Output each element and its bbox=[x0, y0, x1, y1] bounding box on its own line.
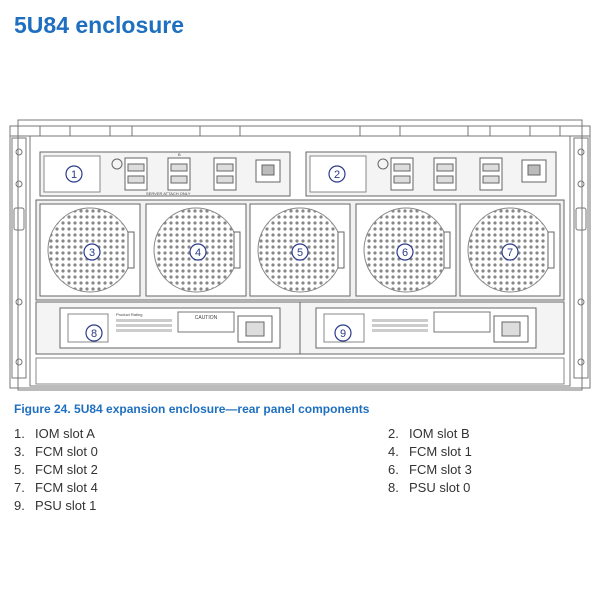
callout-4-label: 4 bbox=[195, 247, 201, 259]
callout-9 bbox=[334, 324, 352, 342]
legend-label: FCM slot 3 bbox=[409, 462, 472, 477]
callout-1-label: 1 bbox=[71, 169, 77, 181]
callout-2 bbox=[328, 165, 346, 183]
legend-item: 1. IOM slot A bbox=[14, 426, 95, 441]
legend-label: FCM slot 2 bbox=[35, 462, 98, 477]
legend-label: PSU slot 1 bbox=[35, 498, 97, 513]
callout-7-label: 7 bbox=[507, 247, 513, 259]
legend-num: 6. bbox=[388, 462, 399, 477]
callout-2-label: 2 bbox=[334, 169, 340, 181]
callout-8 bbox=[85, 324, 103, 342]
legend-num: 2. bbox=[388, 426, 399, 441]
fan-callouts: 3 4 5 6 7 bbox=[83, 243, 519, 261]
bottom-bay bbox=[35, 357, 565, 385]
callout-8-label: 8 bbox=[91, 328, 97, 340]
legend-label: FCM slot 0 bbox=[35, 444, 98, 459]
callout-5-label: 5 bbox=[297, 247, 303, 259]
legend-item: 2. IOM slot B bbox=[388, 426, 470, 441]
psu-caution-label: CAUTION bbox=[195, 315, 218, 321]
page-title: 5U84 enclosure bbox=[14, 12, 185, 38]
legend-item: 3. FCM slot 0 bbox=[14, 444, 98, 459]
enclosure-chassis bbox=[9, 119, 591, 391]
legend-item: 4. FCM slot 1 bbox=[388, 444, 472, 459]
legend-num: 5. bbox=[14, 462, 25, 477]
legend-num: 1. bbox=[14, 426, 25, 441]
psu-slot-1 bbox=[315, 307, 537, 349]
psu-rating-label: Product Rating bbox=[116, 312, 142, 317]
legend-num: 8. bbox=[388, 480, 399, 495]
legend-item: 7. FCM slot 4 bbox=[14, 480, 98, 495]
callout-9-label: 9 bbox=[340, 328, 346, 340]
iom-port-label: B bbox=[178, 152, 181, 157]
legend-num: 7. bbox=[14, 480, 25, 495]
callout-1 bbox=[65, 165, 83, 183]
legend-num: 9. bbox=[14, 498, 25, 513]
legend-label: PSU slot 0 bbox=[409, 480, 471, 495]
legend-item: 9. PSU slot 1 bbox=[14, 498, 96, 513]
legend-num: 4. bbox=[388, 444, 399, 459]
iom-slot-b bbox=[305, 151, 557, 197]
legend-item: 8. PSU slot 0 bbox=[388, 480, 470, 495]
legend-label: FCM slot 1 bbox=[409, 444, 472, 459]
iom-slot-a: B SERVER ATTACH ONLY bbox=[39, 151, 291, 197]
callout-3-label: 3 bbox=[89, 247, 95, 259]
rear-panel-diagram: B SERVER ATTACH ONLY 1 2 bbox=[9, 119, 591, 391]
legend-item: 6. FCM slot 3 bbox=[388, 462, 472, 477]
callout-6-label: 6 bbox=[402, 247, 408, 259]
iom-module-text: SERVER ATTACH ONLY bbox=[146, 191, 191, 196]
left-rack-ear bbox=[11, 137, 27, 379]
legend-item: 5. FCM slot 2 bbox=[14, 462, 98, 477]
legend-label: IOM slot A bbox=[35, 426, 95, 441]
legend-label: FCM slot 4 bbox=[35, 480, 98, 495]
legend-num: 3. bbox=[14, 444, 25, 459]
right-rack-ear bbox=[573, 137, 589, 379]
fan-row bbox=[35, 199, 565, 301]
figure-caption: Figure 24. 5U84 expansion enclosure—rear… bbox=[14, 402, 370, 416]
legend-label: IOM slot B bbox=[409, 426, 470, 441]
